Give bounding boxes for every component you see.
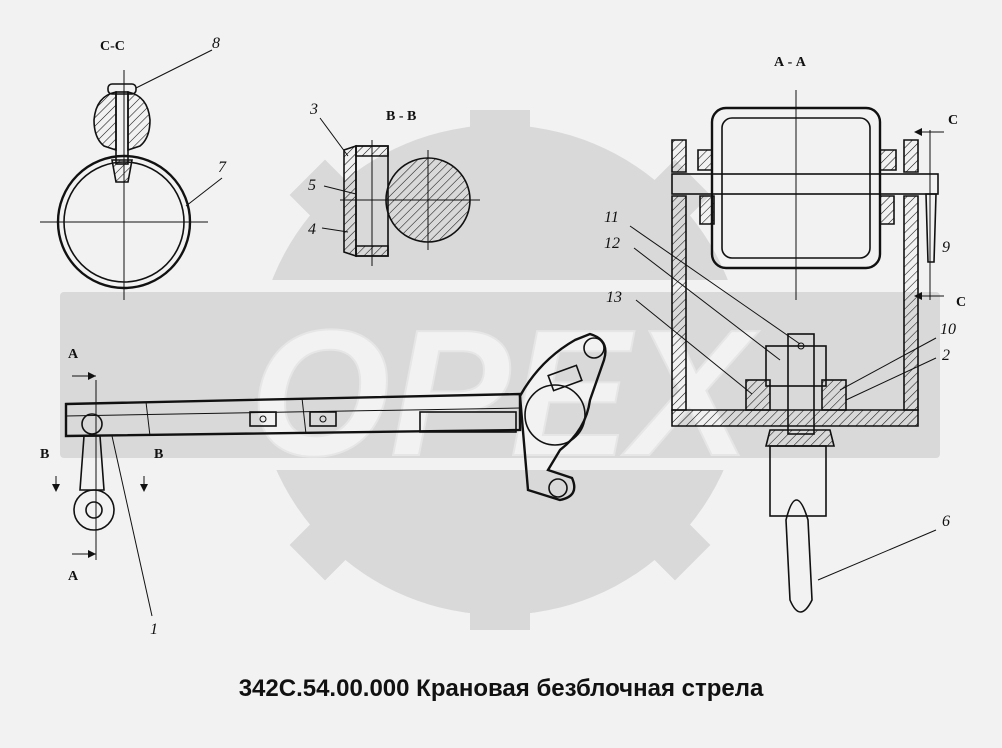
watermark: OPEX <box>40 110 960 630</box>
part-number-13: 13 <box>606 289 622 306</box>
part-number-7: 7 <box>218 159 227 176</box>
part-number-1: 1 <box>150 621 158 638</box>
section-b-left-label: В <box>40 447 49 462</box>
part-number-12: 12 <box>604 235 620 252</box>
part-number-6: 6 <box>942 513 950 530</box>
part-number-4: 4 <box>308 221 316 238</box>
section-aa-view: А - А С С <box>604 55 966 613</box>
part-number-9: 9 <box>942 239 950 256</box>
part-number-3: 3 <box>309 101 318 118</box>
part-number-5: 5 <box>308 177 316 194</box>
drawing-caption: 342С.54.00.000 Крановая безблочная стрел… <box>238 675 764 702</box>
part-number-10: 10 <box>940 321 956 338</box>
section-a-top-label: А <box>68 347 79 362</box>
section-cc-view: С-С 8 7 <box>40 35 227 300</box>
section-a-bottom-label: А <box>68 569 79 584</box>
section-aa-label: А - А <box>774 55 807 70</box>
section-c-bottom-label: С <box>956 295 966 310</box>
part-number-2: 2 <box>942 347 950 364</box>
section-bb-label: В - В <box>386 109 416 124</box>
section-c-top-label: С <box>948 113 958 128</box>
part-number-11: 11 <box>604 209 619 226</box>
section-cc-label: С-С <box>100 39 125 54</box>
part-number-8: 8 <box>212 35 220 52</box>
section-bb-view: В - В 3 5 4 <box>308 101 480 266</box>
boom-main-view: А А В В 1 <box>40 332 607 638</box>
section-b-right-label: В <box>154 447 163 462</box>
